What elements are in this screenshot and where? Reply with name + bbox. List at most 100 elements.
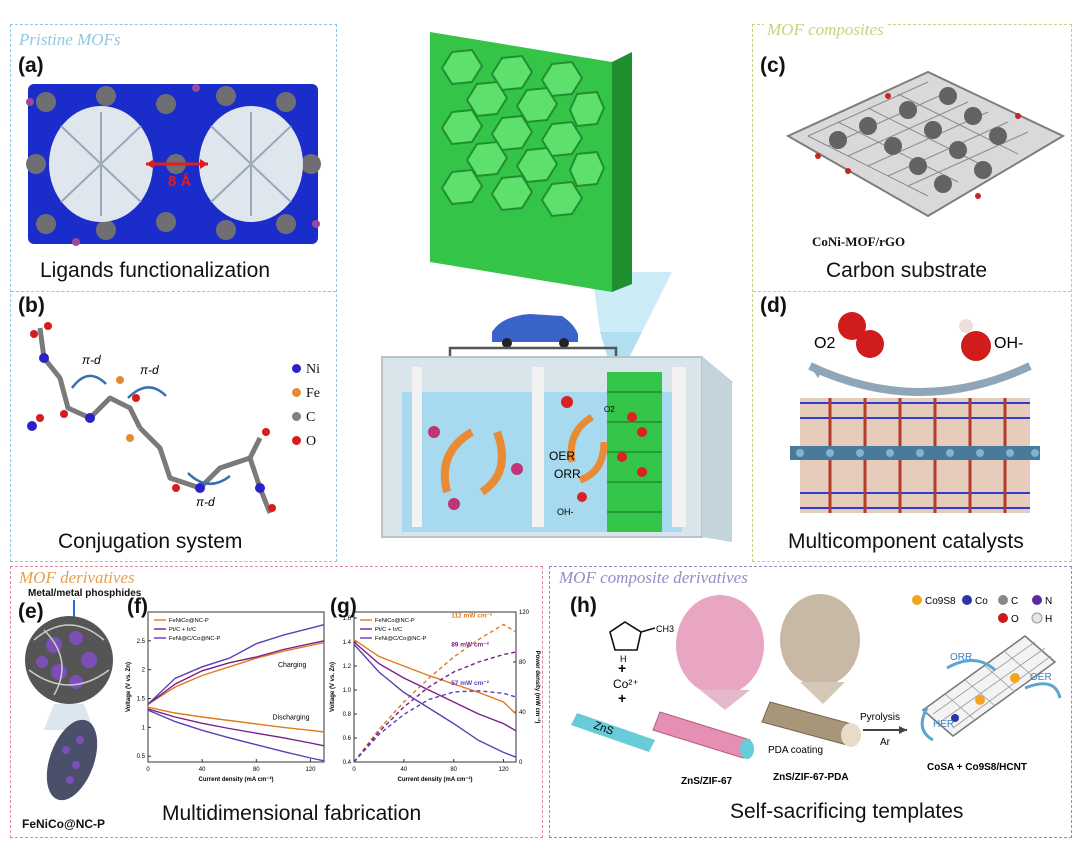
- y-tick-label: 0.6: [343, 736, 352, 742]
- panel-letter-f: (f): [127, 595, 148, 618]
- y-tick-label: 2: [142, 668, 146, 674]
- plot-frame: [147, 611, 325, 763]
- y-tick-label: 1.5: [137, 697, 146, 703]
- feni-co-nc-p-illustration: [25, 600, 113, 801]
- carbon-nanotube-product: [921, 635, 1057, 737]
- caption-self-sacrificing-templates: Self-sacrificing templates: [730, 800, 964, 823]
- composites-divider: [753, 291, 1071, 292]
- mof-composite-derivatives-panel: [549, 566, 1072, 838]
- legend-label-1: Pt/C + Ir/C: [169, 627, 196, 633]
- caption-carbon-substrate: Carbon substrate: [826, 259, 988, 282]
- pore-size-label: 8 Å: [168, 173, 192, 190]
- plot-frame: [353, 611, 517, 763]
- caption-multidimensional-fabrication: Multidimensional fabrication: [162, 802, 422, 825]
- x-tick-label: 120: [305, 767, 316, 773]
- legend-co9s8: Co9S8: [925, 596, 956, 607]
- oh-species-label: OH-: [994, 335, 1023, 352]
- y-axis-label: Voltage (V vs. Zn): [330, 662, 336, 712]
- element-legend-b: Ni Fe C O: [292, 362, 332, 462]
- panel-letter-g: (g): [330, 595, 357, 618]
- caption-multicomponent-catalysts: Multicomponent catalysts: [788, 530, 1024, 553]
- orr-label-h: ORR: [950, 652, 972, 663]
- section-title-derivatives: MOF derivatives: [16, 568, 138, 588]
- oer-label: OER: [549, 449, 575, 463]
- pristine-divider: [11, 291, 336, 292]
- series-discharge-line-0: [147, 706, 325, 733]
- power-density-label-2: 57 mW cm⁻²: [451, 680, 490, 687]
- legend-c: C: [1011, 596, 1018, 607]
- mof-composites-panel: [752, 24, 1072, 562]
- center-battery-illustration: OER ORR OH- O2: [380, 32, 734, 542]
- panel-letter-c: (c): [760, 54, 786, 77]
- panel-letter-b: (b): [18, 294, 45, 317]
- section-title-pristine: Pristine MOFs: [16, 30, 124, 50]
- product-label: CoSA + Co9S8/HCNT: [927, 762, 1027, 773]
- feni-co-nc-p-label: FeNiCo@NC-P: [22, 817, 106, 831]
- x-tick-label: 0: [352, 767, 356, 773]
- y2-tick-label: 40: [519, 710, 526, 716]
- plus-sign-2: +: [618, 690, 626, 706]
- legend-label-2: FeNi@C/Co@NC-P: [375, 636, 427, 642]
- charging-annotation: Charging: [278, 662, 307, 669]
- element-legend-h: Co9S8 Co C N O H: [912, 595, 1052, 625]
- mof-derivatives-panel: [10, 566, 543, 838]
- caption-conjugation-system: Conjugation system: [58, 530, 243, 553]
- hydroxide-label: OH-: [557, 507, 574, 517]
- zns-rod-label: ZnS: [592, 720, 615, 738]
- caption-ligands-functionalization: Ligands functionalization: [40, 259, 270, 282]
- electric-car-icon: [492, 314, 578, 348]
- series-charge-line-0: [147, 641, 325, 705]
- nh-label: H: [620, 654, 627, 664]
- panel-letter-h: (h): [570, 594, 597, 617]
- legend-item-o: O: [292, 434, 316, 450]
- legend-n: N: [1045, 596, 1052, 607]
- section-title-composite-derivatives: MOF composite derivatives: [556, 568, 751, 588]
- multicomponent-catalyst-illustration: O2 OH-: [790, 312, 1040, 513]
- pyrolysis-label: Pyrolysis: [860, 712, 900, 723]
- series-power-line-1: [353, 651, 517, 763]
- orr-label: ORR: [554, 467, 581, 481]
- y-tick-label: 1.0: [343, 688, 352, 694]
- 2-methylimidazole-molecule: [609, 621, 656, 651]
- x-tick-label: 80: [450, 767, 457, 773]
- oer-label-h: OER: [1030, 672, 1052, 683]
- oxygen-label: O2: [604, 405, 615, 414]
- power-density-label-0: 112 mW cm⁻²: [451, 613, 493, 620]
- argon-label: Ar: [880, 737, 891, 748]
- series-voltage-line-1: [353, 641, 517, 732]
- conjugated-ligand-illustration: π-d π-d π-d: [27, 322, 276, 514]
- zns-zif67-pda-label: ZnS/ZIF-67-PDA: [773, 772, 849, 783]
- series-voltage-line-2: [353, 643, 517, 758]
- legend-item-ni: Ni: [292, 362, 320, 378]
- coni-mof-rgo-illustration: [785, 70, 1066, 218]
- pi-d-label-2: π-d: [140, 363, 159, 377]
- y2-tick-label: 80: [519, 660, 526, 666]
- zns-zif67-label: ZnS/ZIF-67: [681, 776, 733, 787]
- y-tick-label: 0.4: [343, 760, 352, 766]
- x-tick-label: 80: [253, 767, 260, 773]
- o2-species-label: O2: [814, 335, 835, 352]
- y-tick-label: 1.4: [343, 640, 352, 646]
- methyl-label: CH3: [656, 624, 674, 634]
- panel-letter-a: (a): [18, 54, 44, 77]
- y-tick-label: 2.5: [137, 639, 146, 645]
- material-label-coni-mof-rgo: CoNi-MOF/rGO: [812, 234, 906, 249]
- power-density-label-1: 89 mW cm⁻²: [451, 641, 490, 648]
- y2-axis-label: Power density (mW cm⁻²): [534, 651, 541, 724]
- y2-tick-label: 120: [519, 610, 530, 616]
- pi-d-label-3: π-d: [196, 495, 215, 509]
- series-power-line-0: [353, 623, 517, 763]
- zns-zif67-synthesis-illustration: CH3 H + Co²⁺ + ZnS ZnS/ZIF-67 PDA coatin…: [571, 594, 1062, 787]
- legend-label-1: Pt/C + Ir/C: [375, 627, 402, 633]
- legend-o: O: [1011, 614, 1019, 625]
- y-tick-label: 1: [142, 725, 146, 731]
- y-tick-label: 1.6: [343, 616, 352, 622]
- cobalt-ion-label: Co²⁺: [613, 677, 639, 691]
- legend-item-fe: Fe: [292, 386, 320, 402]
- series-voltage-line-0: [353, 639, 517, 715]
- legend-label-0: FeNiCo@NC-P: [169, 618, 209, 624]
- mof-pore-structure-illustration: 8 Å: [26, 84, 321, 246]
- plus-sign-1: +: [618, 660, 626, 676]
- series-power-line-2: [353, 690, 517, 763]
